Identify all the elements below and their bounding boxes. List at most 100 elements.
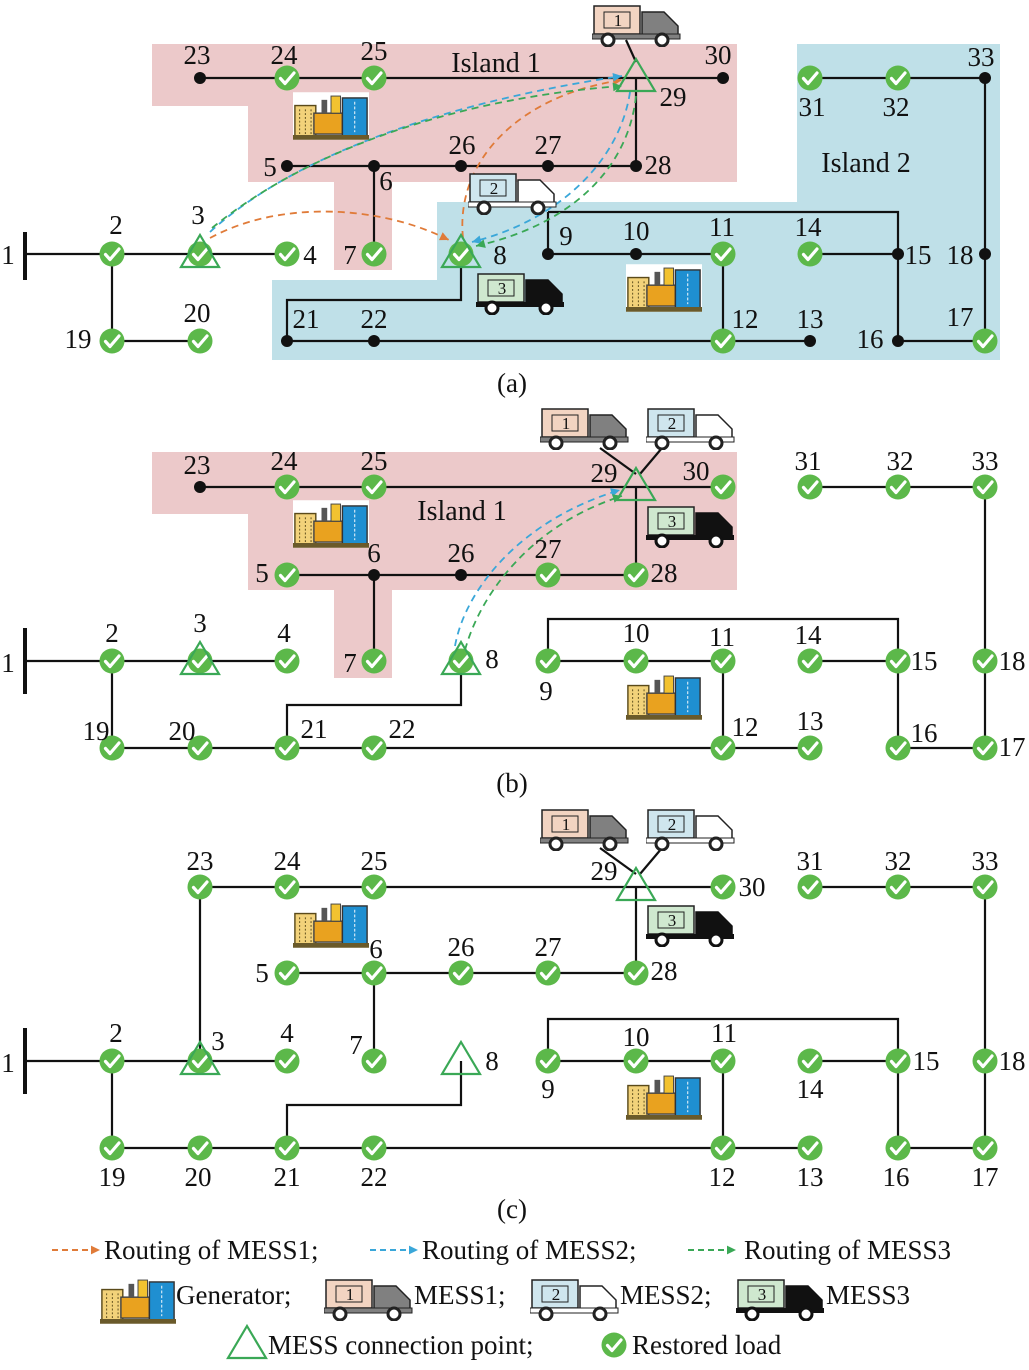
node-label-20: 20 — [169, 716, 196, 746]
generator-icon — [293, 92, 369, 140]
node-label-13: 13 — [797, 1162, 824, 1192]
mess-number: 3 — [668, 911, 677, 930]
line-segment — [624, 39, 638, 63]
mess1-truck-icon: 1 — [592, 4, 682, 47]
node-label-12: 12 — [709, 1162, 736, 1192]
bus-node — [979, 72, 991, 84]
node-label-6: 6 — [367, 538, 381, 568]
mess3-truck-icon: 3 — [646, 904, 736, 947]
mess2-route-a — [209, 75, 623, 233]
restored-load-icon — [361, 648, 387, 674]
mess1-truck-icon: 1 — [540, 808, 630, 851]
restored-load-icon — [99, 241, 125, 267]
restored-load-icon — [623, 562, 649, 588]
bus-node — [542, 248, 554, 260]
node-label-5: 5 — [255, 958, 269, 988]
node-label-30: 30 — [739, 872, 766, 902]
restored-load-icon — [885, 65, 911, 91]
bus-node — [717, 72, 729, 84]
line-segment — [599, 447, 637, 475]
mess1-route-a-2 — [461, 79, 623, 239]
node-label-16: 16 — [883, 1162, 910, 1192]
restored-load-icon — [274, 241, 300, 267]
bus-node — [455, 569, 467, 581]
truck-body-icon — [646, 904, 736, 947]
mess1-truck-icon: 1 — [324, 1278, 414, 1321]
panel-b-label: (b) — [496, 768, 527, 798]
mess2-route-b — [454, 489, 621, 647]
node-label-3: 3 — [191, 200, 205, 230]
node-label-31: 31 — [797, 846, 824, 876]
restored-load-icon — [797, 65, 823, 91]
route-path — [209, 210, 450, 241]
node-label-4: 4 — [277, 618, 291, 648]
node-label-30: 30 — [705, 40, 732, 70]
node-label-5: 5 — [263, 152, 277, 182]
legend-restored-text: Restored load — [632, 1330, 782, 1360]
legend-route3-text: Routing of MESS3 — [744, 1235, 951, 1265]
restored-load-icon — [187, 1135, 213, 1161]
legend-mess3-text: MESS3 — [826, 1280, 910, 1310]
route-arrowhead — [612, 82, 622, 92]
node-label-8: 8 — [493, 240, 507, 270]
restored-load-icon — [535, 648, 561, 674]
truck-body-icon — [530, 1278, 620, 1321]
mess-number: 2 — [668, 815, 677, 834]
restored-load-icon — [361, 65, 387, 91]
node-label-25: 25 — [361, 846, 388, 876]
node-label-2: 2 — [109, 210, 123, 240]
line-segment — [548, 210, 900, 254]
panel-a-label: (a) — [497, 368, 527, 398]
legend-mess2-text: MESS2; — [620, 1280, 712, 1310]
restored-load-icon — [448, 960, 474, 986]
restored-load-icon — [797, 1135, 823, 1161]
line-segment — [639, 847, 663, 875]
mess2-route-a-2 — [471, 91, 631, 243]
route-path — [211, 85, 623, 229]
restored-load-icon — [187, 241, 213, 267]
node-label-10: 10 — [623, 216, 650, 246]
restored-load-icon — [710, 241, 736, 267]
node-label-16: 16 — [857, 324, 884, 354]
node-label-25: 25 — [361, 36, 388, 66]
line-segment — [896, 1061, 985, 1150]
restored-load-icon — [187, 1048, 213, 1074]
node-label-16: 16 — [911, 718, 938, 748]
route-path — [471, 91, 631, 243]
route-arrowhead — [439, 232, 449, 241]
legend-route1-text: Routing of MESS1; — [104, 1235, 319, 1265]
node-label-18: 18 — [947, 240, 974, 270]
node-label-27: 27 — [535, 130, 562, 160]
bus-node — [368, 335, 380, 347]
mess3-truck-icon: 3 — [736, 1278, 826, 1321]
mess-number: 2 — [668, 414, 677, 433]
truck-body-icon — [592, 4, 682, 47]
node-label-22: 22 — [361, 304, 388, 334]
mess3-route-b — [464, 495, 623, 651]
restored-load-icon — [710, 874, 736, 900]
node-label-18: 18 — [999, 1046, 1026, 1076]
generator-icon — [293, 900, 369, 948]
mess-number: 2 — [552, 1285, 561, 1304]
node-label-28: 28 — [651, 558, 678, 588]
node-label-31: 31 — [795, 446, 822, 476]
legend-mess1-text: MESS1; — [414, 1280, 506, 1310]
node-label-21: 21 — [301, 714, 328, 744]
restored-load-icon — [274, 648, 300, 674]
restored-load-icon — [274, 874, 300, 900]
line-segment — [599, 847, 637, 875]
restored-load-icon — [601, 1332, 627, 1358]
node-label-12: 12 — [732, 712, 759, 742]
generator-icon — [626, 672, 702, 720]
bus-node — [630, 248, 642, 260]
restored-load-icon — [797, 874, 823, 900]
node-label-9: 9 — [559, 221, 573, 251]
node-label-7: 7 — [349, 1030, 363, 1060]
node-label-3: 3 — [193, 608, 207, 638]
restored-load-icon — [99, 328, 125, 354]
restored-load-icon — [361, 1048, 387, 1074]
node-label-29: 29 — [591, 856, 618, 886]
restored-load-icon — [972, 474, 998, 500]
mess-number: 1 — [562, 815, 571, 834]
